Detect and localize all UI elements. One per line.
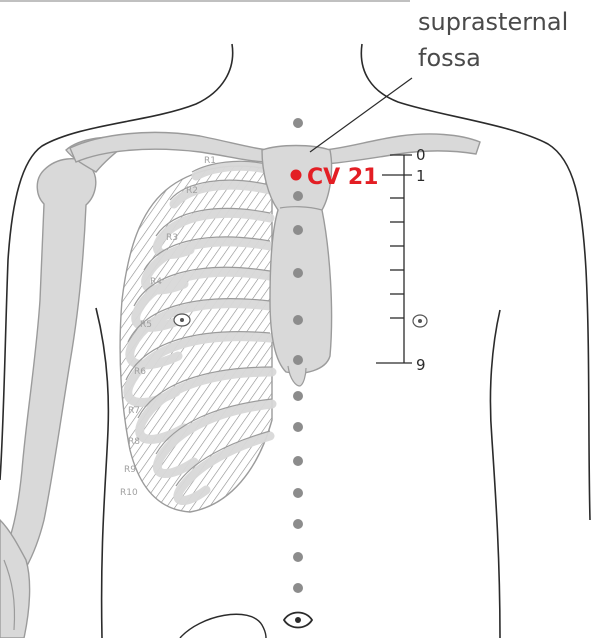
scale-label-point: 1 <box>416 167 426 185</box>
annotation-line-2: fossa <box>418 44 481 72</box>
midline-dot <box>293 268 303 278</box>
midline-dot <box>293 315 303 325</box>
acupoint-label: CV 21 <box>307 165 378 190</box>
midline-dot <box>293 225 303 235</box>
scale-label-top: 0 <box>416 146 426 164</box>
navel-icon <box>284 613 312 628</box>
acupoint-dot <box>291 170 302 181</box>
midline-dot <box>293 191 303 201</box>
midline-dot <box>293 519 303 529</box>
rib-cage <box>120 161 272 512</box>
midline-dot <box>293 422 303 432</box>
rib-label-1: R1 <box>204 156 216 166</box>
midline-dot <box>293 552 303 562</box>
rib-label-3: R3 <box>166 233 178 243</box>
lower-body-outline <box>180 614 266 638</box>
scale-label-bottom: 9 <box>416 356 426 374</box>
rib-label-8: R8 <box>128 437 140 447</box>
midline-dot <box>293 488 303 498</box>
midline-dot <box>293 456 303 466</box>
scale-nipple-marker <box>413 315 427 327</box>
rib-label-4: R4 <box>150 277 162 287</box>
midline-dot <box>293 118 303 128</box>
rib-label-7: R7 <box>128 406 140 416</box>
nipple-marker <box>174 314 190 326</box>
rib-label-5: R5 <box>140 320 152 330</box>
measurement-scale <box>376 155 412 363</box>
annotation-line-1: suprasternal <box>418 8 568 36</box>
rib-label-10: R10 <box>120 488 138 498</box>
rib-label-9: R9 <box>124 465 136 475</box>
midline-dot <box>293 583 303 593</box>
rib-label-6: R6 <box>134 367 146 377</box>
midline-dot <box>293 391 303 401</box>
humerus-bone <box>0 159 96 638</box>
rib-label-2: R2 <box>186 186 198 196</box>
midline-dot <box>293 355 303 365</box>
